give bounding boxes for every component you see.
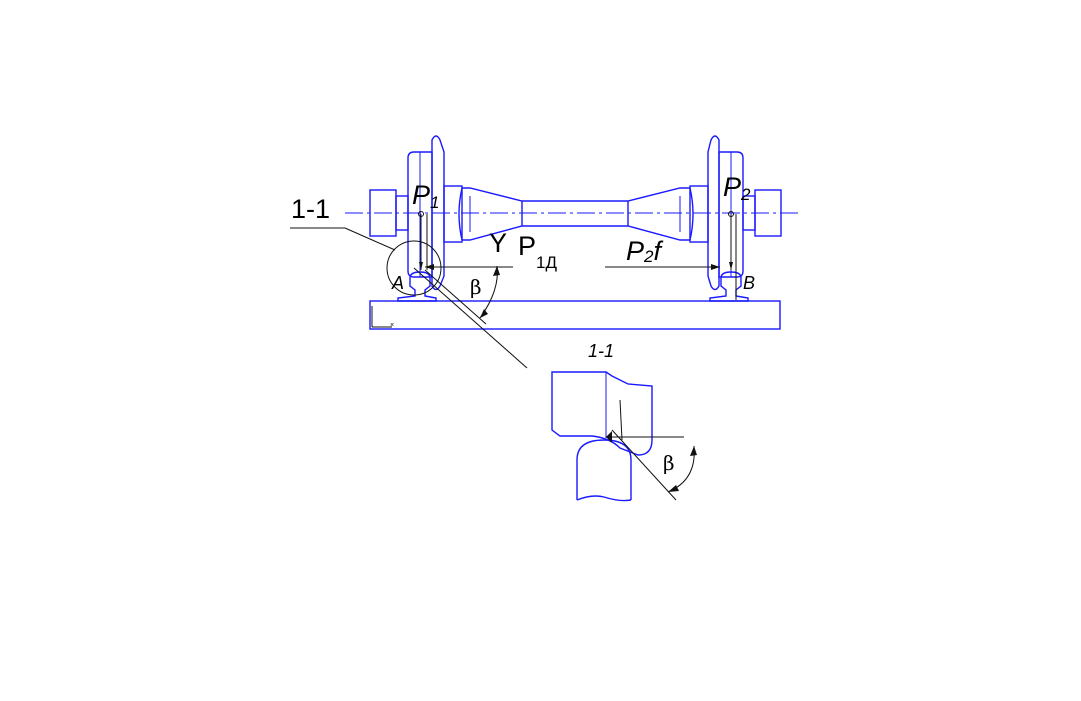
force-p1-label: P1: [412, 180, 439, 212]
point-b-label: B: [743, 273, 755, 293]
rail-base-block: [369, 300, 781, 330]
force-y-label: Y: [489, 228, 507, 258]
detail-callout: [290, 227, 528, 369]
force-p2f-label: P2f: [626, 236, 663, 266]
beta-main-label: β: [470, 275, 482, 299]
section-title-label: 1-1: [588, 341, 614, 361]
right-load-point: [728, 211, 737, 300]
left-wheel: [407, 135, 445, 291]
force-p2f-arrow: [605, 264, 720, 270]
coordinate-marker: ×: [371, 306, 394, 329]
force-p1d-label: P1Д: [518, 231, 557, 272]
beta-detail-label: β: [663, 451, 675, 475]
axle: [458, 187, 694, 241]
point-a-label: A: [391, 273, 404, 293]
beta-angle-main: [424, 265, 500, 325]
section-reference-label: 1-1: [291, 194, 330, 224]
svg-text:×: ×: [390, 322, 394, 329]
right-rail: [709, 271, 749, 302]
section-detail-view: [551, 371, 697, 502]
force-p1d-arrow: [425, 264, 513, 270]
left-rail: [397, 271, 437, 302]
force-p2-label: P2: [723, 172, 751, 204]
